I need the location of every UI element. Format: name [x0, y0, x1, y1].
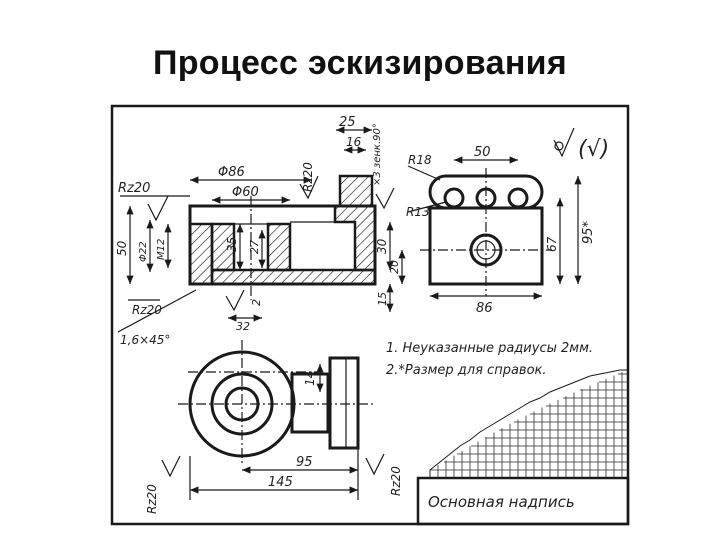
- roughness-rz20-plan-right: Rz20: [389, 466, 403, 496]
- side-view: [407, 127, 582, 300]
- roughness-rz20-left: Rz20: [118, 181, 150, 196]
- grid-lines: [429, 372, 628, 479]
- dim-m12: M12: [156, 239, 167, 260]
- slide-title: Процесс эскизирования: [152, 44, 568, 82]
- roughness-rz20-top: Rz20: [301, 162, 315, 192]
- roughness-rz20-plan-left: Rz20: [145, 484, 159, 514]
- dim-86: 86: [476, 301, 493, 316]
- title-block-label: Основная надпись: [428, 493, 575, 511]
- dim-27: 27: [248, 240, 261, 254]
- dim-32: 32: [236, 320, 250, 333]
- dim-15: 15: [376, 292, 389, 306]
- title-block: [416, 476, 630, 526]
- front-section-view: [117, 126, 406, 333]
- dim-20: 20: [388, 260, 401, 274]
- dim-50-top: 50: [474, 145, 491, 160]
- dim-95-plan: 95: [296, 455, 313, 470]
- dim-14: 14: [303, 371, 317, 386]
- note-1: 1. Неуказанные радиусы 2мм.: [386, 341, 593, 356]
- drawing-frame: [110, 104, 630, 526]
- dim-r13: R13: [406, 205, 430, 219]
- grid-staircase: [429, 369, 629, 479]
- roughness-rz20-bottom: Rz20: [132, 303, 162, 317]
- dim-50-left: 50: [115, 240, 129, 256]
- dim-phi86: Φ86: [218, 165, 245, 180]
- dim-67: 67: [545, 236, 559, 252]
- dim-30: 30: [375, 238, 389, 254]
- dim-chamfer: 1,6×45°: [120, 333, 170, 347]
- roughness-default: (√): [578, 137, 609, 162]
- dim-r18: R18: [408, 153, 432, 167]
- dim-phi60: Φ60: [232, 185, 259, 200]
- dim-145: 145: [268, 475, 293, 490]
- dim-35: 35: [225, 237, 239, 252]
- plan-view: [161, 340, 385, 500]
- note-2: 2.*Размер для справок.: [386, 363, 547, 378]
- dim-phi22: Φ22: [138, 241, 149, 262]
- dim-zenkovka: ×3 зенк.90°: [372, 123, 383, 186]
- dim-16: 16: [346, 135, 362, 149]
- dim-95: 95*: [581, 220, 596, 244]
- dim-2: 2: [250, 299, 263, 306]
- dim-25: 25: [339, 115, 356, 130]
